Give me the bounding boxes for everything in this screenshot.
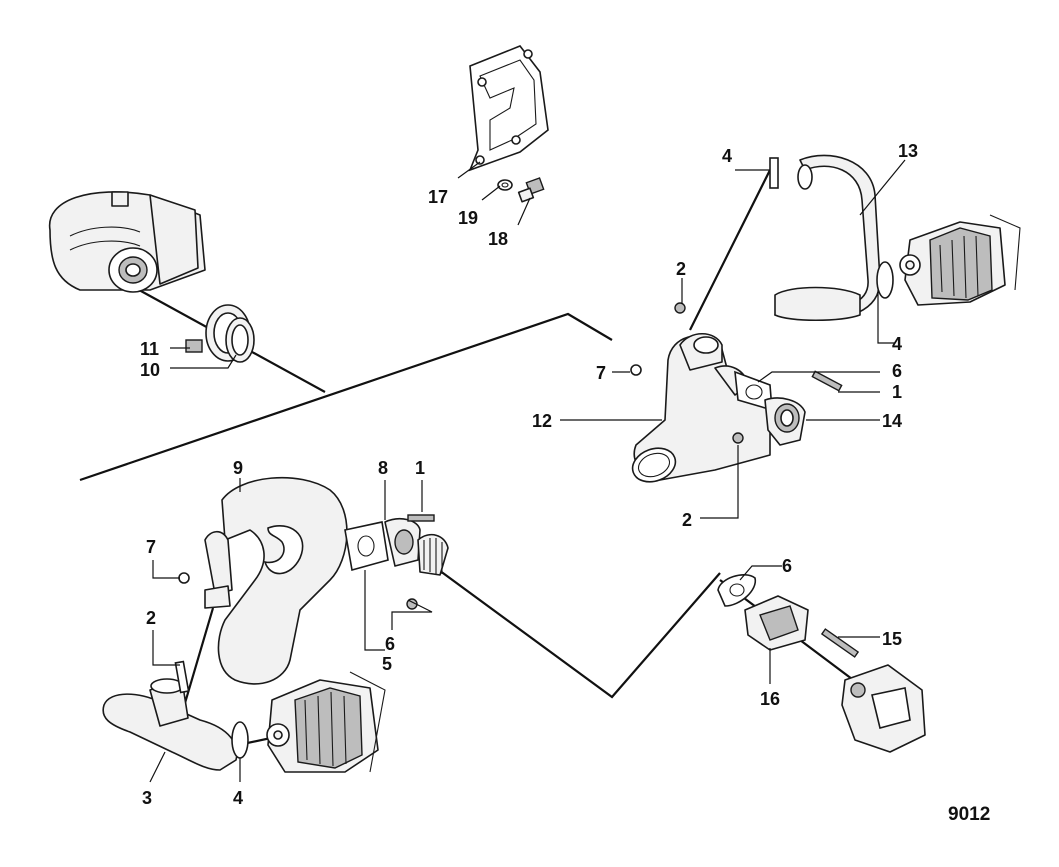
leader-6-mid <box>364 570 385 651</box>
callout-19: 19 <box>458 208 478 228</box>
callout-14: 14 <box>882 411 902 431</box>
exhaust-elbow-12 <box>631 332 771 483</box>
plug-7-upper <box>630 364 642 376</box>
nut-2-upper <box>674 302 686 314</box>
leader-5 <box>152 630 180 666</box>
callout-17: 17 <box>428 187 448 207</box>
callout-16: 16 <box>760 689 780 709</box>
clamp-4-right <box>876 261 894 299</box>
leader-4-right <box>877 290 895 344</box>
callout-12: 12 <box>532 411 552 431</box>
callout-7-lower: 7 <box>146 537 156 557</box>
leader-7-lower <box>152 560 180 579</box>
callout-4-right: 4 <box>892 334 902 354</box>
clamp-5 <box>174 660 190 694</box>
flange-14 <box>764 397 806 446</box>
callout-11: 11 <box>140 339 159 359</box>
leader-17 <box>457 161 481 179</box>
hose-13 <box>774 154 881 322</box>
leader-6-upper <box>757 371 880 383</box>
callout-7-upper: 7 <box>596 363 606 383</box>
callout-4-top: 4 <box>722 146 732 166</box>
callout-5: 2 <box>146 608 156 628</box>
callout-2-lower: 6 <box>385 634 395 654</box>
leader-10 <box>170 354 237 369</box>
callouts: 17 19 18 4 13 2 11 10 4 7 6 1 12 14 9 8 … <box>140 141 918 808</box>
leader-13 <box>859 159 906 216</box>
leader-3 <box>149 751 166 783</box>
callout-2-top: 2 <box>676 259 686 279</box>
assembly-line-hose-13 <box>689 169 771 331</box>
elbow-16 <box>744 595 809 651</box>
bolt-18 <box>517 177 545 203</box>
seal-ring-10 <box>225 317 255 363</box>
clamp-4-lower <box>231 721 249 759</box>
leader-6-lower <box>739 565 782 581</box>
gasket-6-lower <box>717 574 756 607</box>
plug-7-lower <box>178 572 190 584</box>
figure-number: 9012 <box>948 804 990 825</box>
callout-1-upper: 1 <box>892 382 902 402</box>
hose-3 <box>102 678 238 771</box>
clamp-4-upper <box>769 157 779 189</box>
nut-2-mid <box>732 432 744 444</box>
leader-18 <box>517 197 531 226</box>
callout-4-lower: 4 <box>233 788 243 808</box>
flange-lower <box>384 518 421 567</box>
assembly-line-turbo-to-elbow <box>79 312 613 482</box>
bolt-1-upper <box>811 370 843 392</box>
callout-13: 13 <box>898 141 918 161</box>
callout-6-mid: 5 <box>382 654 392 674</box>
exhaust-elbow-9 <box>204 476 348 685</box>
leader-2-mid <box>700 445 739 519</box>
turbocharger-housing <box>48 191 206 293</box>
seawater-pump-right <box>841 664 926 753</box>
callout-3: 3 <box>142 788 152 808</box>
seawater-pump-lower <box>266 671 386 773</box>
stud-15 <box>820 628 860 658</box>
callout-6-lower: 6 <box>782 556 792 576</box>
gasket-plate-17 <box>468 45 549 172</box>
callout-15: 15 <box>882 629 902 649</box>
assembly-line-lower <box>431 564 721 699</box>
leader-2-lower <box>391 599 433 630</box>
bolt-1-lower <box>407 514 435 522</box>
seawater-pump-upper <box>899 214 1021 306</box>
callout-10: 10 <box>140 360 160 380</box>
washer-19 <box>497 179 513 191</box>
callout-6-upper: 6 <box>892 361 902 381</box>
callout-8: 8 <box>378 458 388 478</box>
callout-9: 9 <box>233 458 243 478</box>
callout-1-lower: 1 <box>415 458 425 478</box>
callout-2-mid: 2 <box>682 510 692 530</box>
gasket-8 <box>344 521 389 572</box>
bellows-connector <box>417 533 449 576</box>
leader-19 <box>481 185 501 201</box>
callout-18: 18 <box>488 229 508 249</box>
